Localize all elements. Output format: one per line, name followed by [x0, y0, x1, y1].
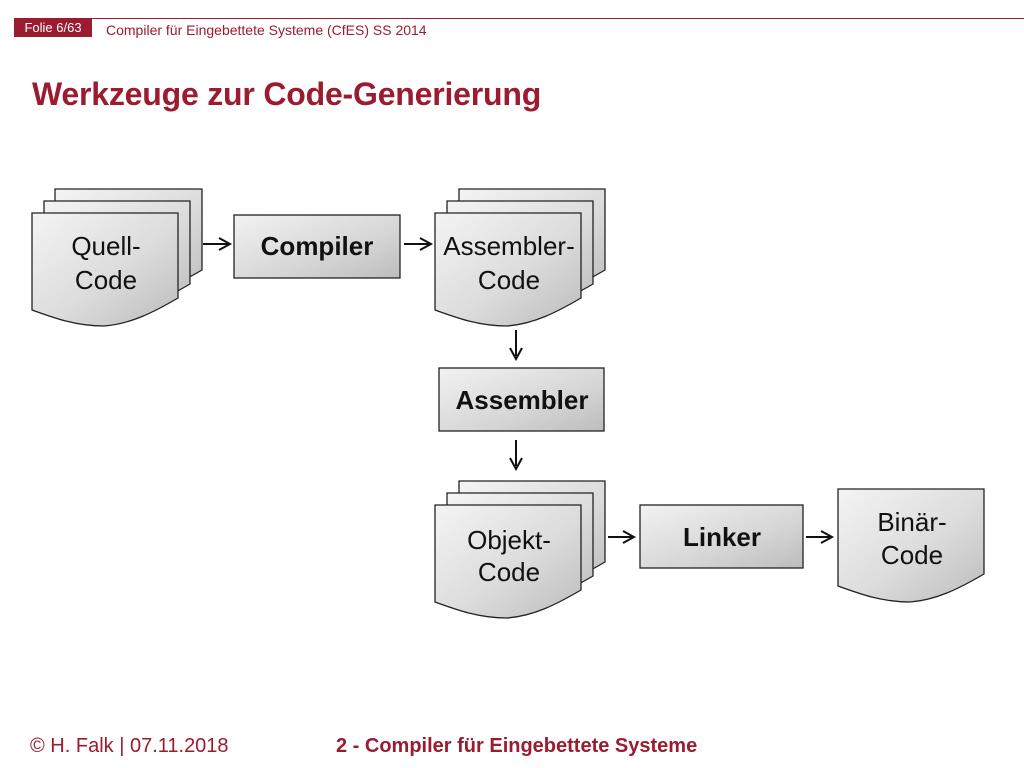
course-title: Compiler für Eingebettete Systeme (CfES)… [106, 22, 427, 38]
arrow-compiler-to-assembler-code [404, 237, 434, 251]
arrow-source-to-compiler [203, 237, 233, 251]
source-code-label-line1: Quell- [71, 231, 140, 261]
object-code-label-line2: Code [478, 557, 540, 587]
footer-lecture-title: 2 - Compiler für Eingebettete Systeme [336, 735, 698, 757]
arrow-assembler-to-object-code [509, 440, 523, 472]
binary-code-label-line2: Code [881, 540, 943, 570]
assembler-label: Assembler [456, 385, 589, 415]
compiler-label: Compiler [261, 231, 374, 261]
source-code-label-line2: Code [75, 265, 137, 295]
linker-box: Linker [639, 504, 804, 569]
assembler-code-label-line1: Assembler- [443, 231, 574, 261]
assembler-code-document: Assembler- Code [434, 188, 606, 327]
assembler-box: Assembler [438, 367, 605, 432]
arrow-assembler-code-to-assembler [509, 330, 523, 362]
object-code-document: Objekt- Code [434, 480, 606, 619]
object-code-label-line1: Objekt- [467, 525, 551, 555]
linker-label: Linker [683, 522, 761, 552]
binary-code-document: Binär- Code [837, 488, 985, 603]
source-code-document: Quell- Code [31, 188, 203, 327]
compiler-box: Compiler [233, 214, 401, 279]
header-rule [14, 18, 1024, 19]
slide-number-badge: Folie 6/63 [14, 18, 92, 37]
page-title: Werkzeuge zur Code-Generierung [32, 76, 542, 112]
arrow-object-code-to-linker [608, 530, 637, 544]
assembler-code-label-line2: Code [478, 265, 540, 295]
binary-code-label-line1: Binär- [877, 507, 946, 537]
arrow-linker-to-binary-code [806, 530, 835, 544]
footer-author-date: © H. Falk | 07.11.2018 [30, 735, 229, 757]
